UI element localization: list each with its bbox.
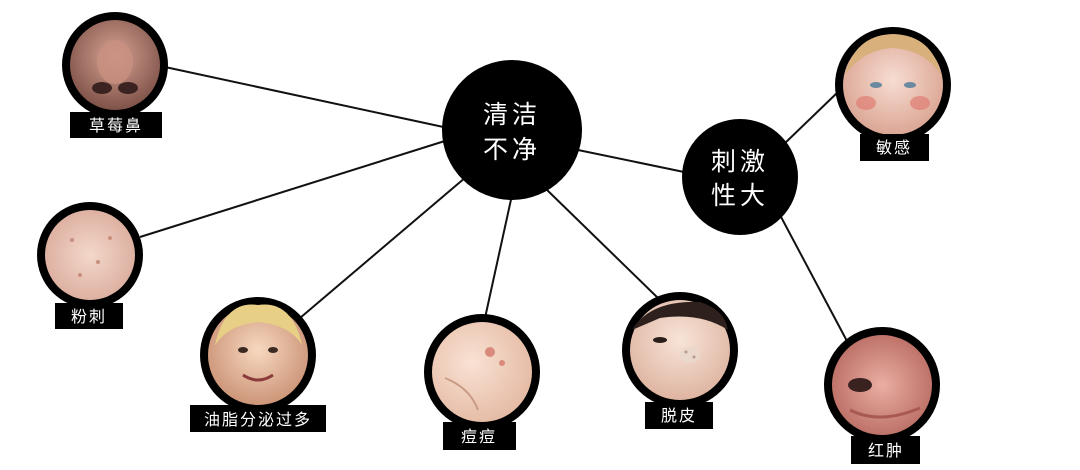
node-strawberry-nose: 草莓鼻 [62,12,168,138]
edge-redness [779,214,849,344]
node-label: 红肿 [868,441,904,460]
node-redness: 红肿 [824,327,940,464]
hub-irritation: 刺激 性大 [682,119,798,235]
edge-sensitive [782,91,839,146]
red-nose-icon [832,335,932,435]
connection-lines [139,66,849,344]
red-cheek-face-icon [843,35,943,135]
node-comedone: 粉刺 [37,202,143,329]
edge-strawberry-nose [164,66,449,129]
cheek-acne-icon [432,322,532,422]
node-sensitive: 敏感 [835,27,951,161]
hub-circle [682,119,798,235]
skin-closeup-icon [45,210,135,300]
node-label: 脱皮 [661,406,697,425]
node-label: 粉刺 [71,307,107,326]
hub-line-1: 清洁 [483,100,541,129]
node-label: 敏感 [876,138,912,157]
edge-hub-link [577,149,685,173]
node-label: 痘痘 [461,427,497,446]
node-label: 草莓鼻 [89,116,143,135]
hub-line-2: 不净 [483,135,541,164]
node-label: 油脂分泌过多 [204,410,312,429]
hub-line-1: 刺激 [711,147,769,176]
edge-excess-oil [299,176,467,319]
edge-comedone [139,139,449,238]
hub-circle [442,60,582,200]
face-portrait-icon [208,305,308,405]
hub-cleaning: 清洁 不净 [442,60,582,200]
edge-peeling [544,187,661,301]
node-peeling: 脱皮 [622,292,738,429]
node-acne: 痘痘 [424,314,540,450]
node-excess-oil: 油脂分泌过多 [190,297,326,432]
hub-line-2: 性大 [711,181,769,210]
face-peeling-icon [630,300,730,400]
edge-acne [484,194,513,319]
